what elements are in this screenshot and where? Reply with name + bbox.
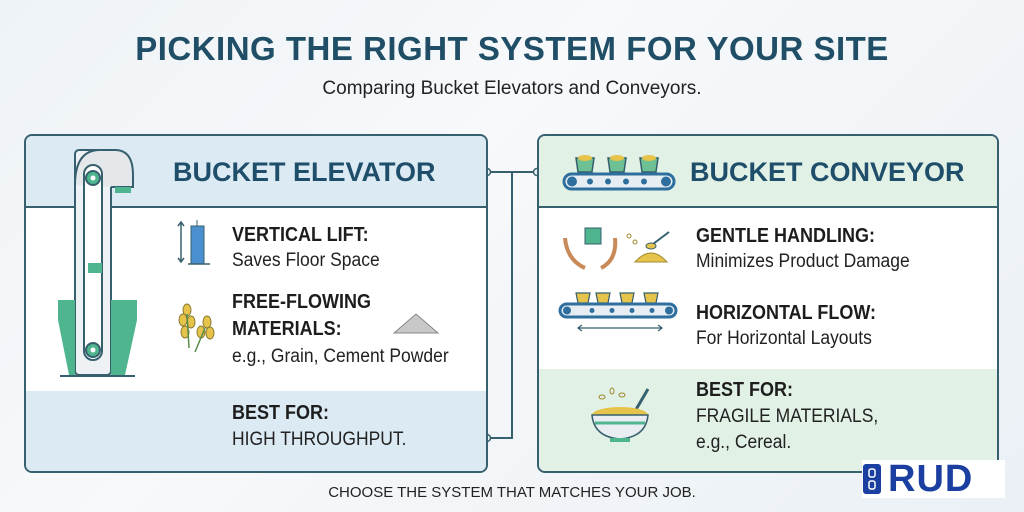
horizontal-flow-text: For Horizontal Layouts [696,328,872,349]
free-flowing-text: e.g., Grain, Cement Powder [232,346,449,367]
rud-logo: RUD [862,457,1005,500]
horizontal-flow-label: HORIZONTAL FLOW: [696,302,876,324]
gentle-handling-text: Minimizes Product Damage [696,251,910,272]
bucket-elevator-illustration [58,149,137,377]
cement-powder-icon [392,313,440,334]
bucket-conveyor-heading: BUCKET CONVEYOR [690,157,965,187]
page-subtitle: Comparing Bucket Elevators and Conveyors… [322,78,702,99]
conveyor-best-for-text-2: e.g., Cereal. [696,432,792,453]
connector-lines [482,167,542,443]
bucket-conveyor-card [537,134,999,473]
page-title: PICKING THE RIGHT SYSTEM FOR YOUR SITE [135,30,889,67]
logo-text: RUD [888,457,974,500]
building-icon [177,220,210,265]
gentle-handling-label: GENTLE HANDLING: [696,225,876,247]
footer-tagline: CHOOSE THE SYSTEM THAT MATCHES YOUR JOB. [328,484,696,501]
grain-icon [178,303,215,353]
elevator-best-for-label: BEST FOR: [232,402,330,424]
hands-icon [563,227,670,270]
conveyor-best-for-text-1: FRAGILE MATERIALS, [696,406,879,427]
conveyor-icon [558,292,678,332]
conveyor-header-icon [562,155,676,191]
chain-link-icon [863,464,881,494]
conveyor-best-for-label: BEST FOR: [696,379,794,401]
bucket-elevator-heading: BUCKET ELEVATOR [173,157,436,187]
vertical-lift-label: VERTICAL LIFT: [232,224,369,246]
free-flowing-label-1: FREE-FLOWING [232,291,371,313]
elevator-best-for-text: HIGH THROUGHPUT. [232,429,407,450]
vertical-lift-text: Saves Floor Space [232,250,380,271]
free-flowing-label-2: MATERIALS: [232,318,342,340]
cereal-bowl-icon [591,387,650,442]
